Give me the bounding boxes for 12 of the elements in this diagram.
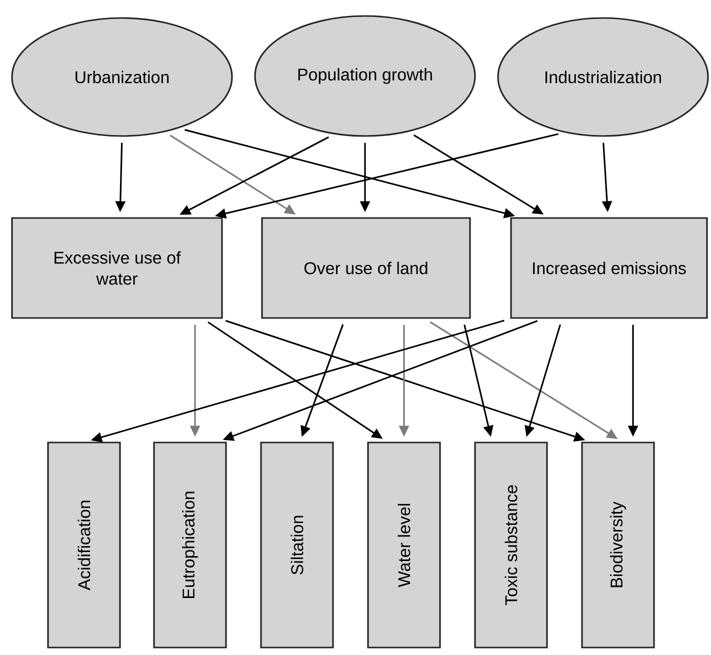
impact-box: Acidification (47, 442, 121, 648)
impact-box: Eutrophication (153, 442, 227, 648)
process-box: Increased emissions (510, 217, 708, 319)
impact-box: Water level (367, 442, 441, 648)
impact-box: Biodiversity (581, 442, 655, 648)
ellipse-node: Industrialization (497, 17, 709, 137)
ellipse-node: Population growth (254, 15, 476, 137)
process-box: Over use of land (261, 217, 471, 319)
impact-box: Toxic substance (474, 442, 548, 648)
impact-box: Siltation (260, 442, 334, 648)
ellipse-node: Urbanization (11, 17, 233, 137)
process-box: Excessive use of water (11, 217, 223, 319)
